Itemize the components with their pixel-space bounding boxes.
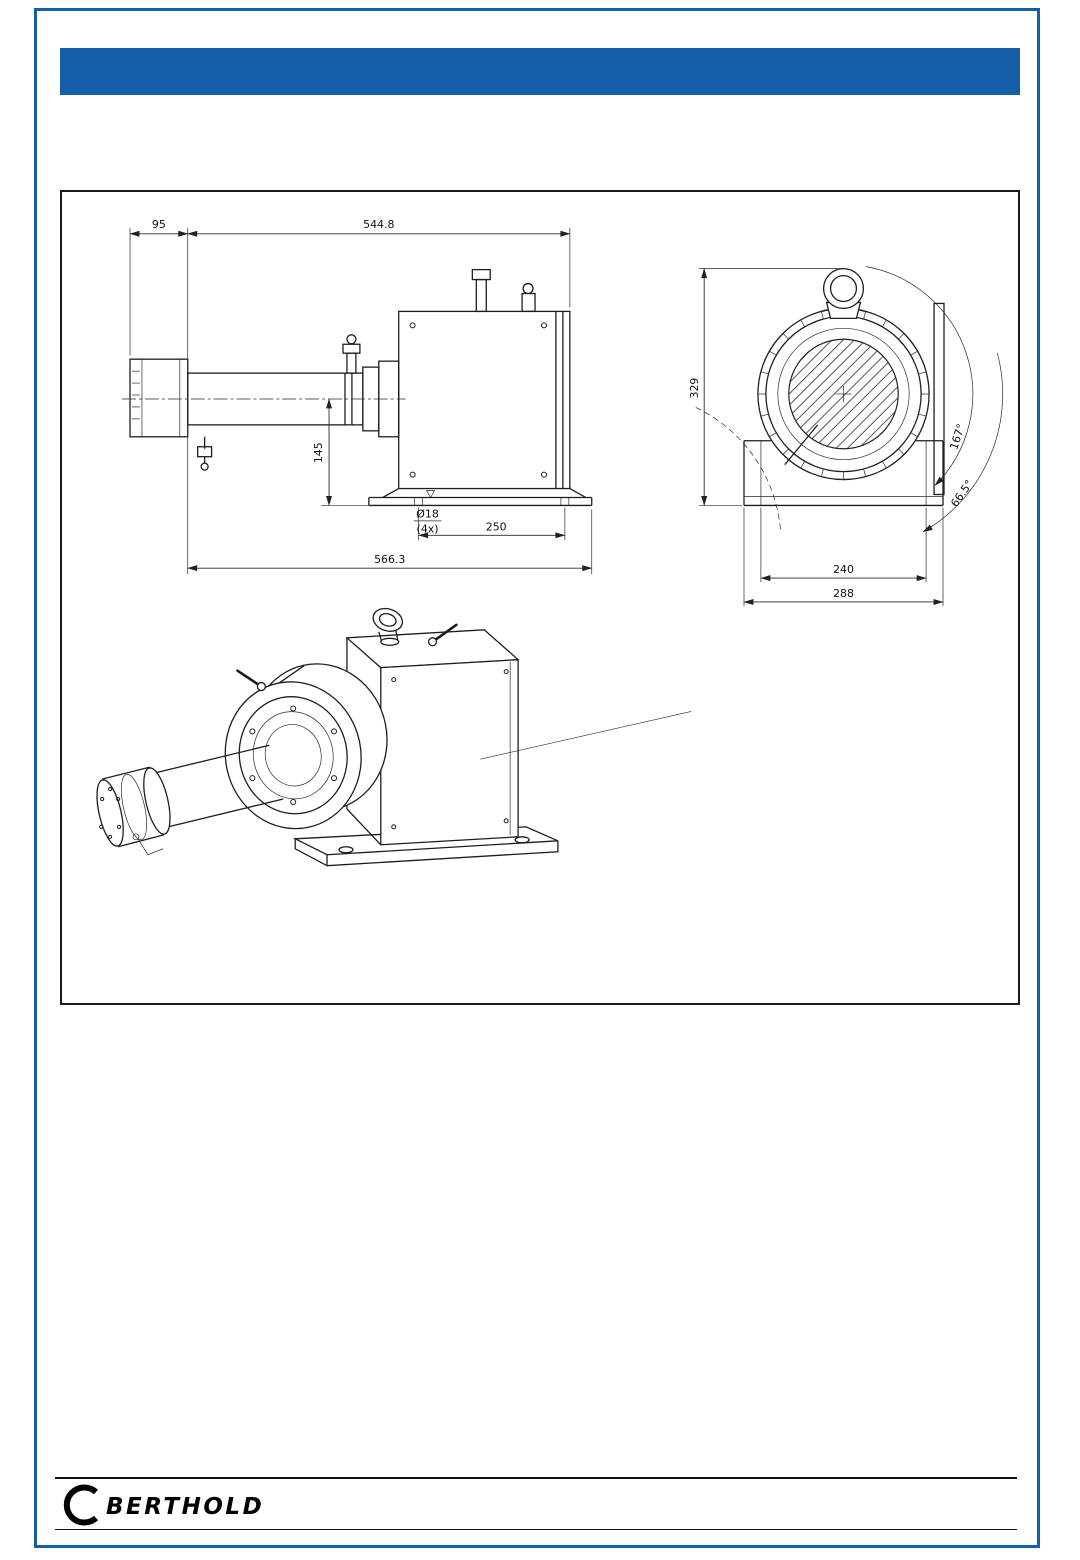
knurled-ring-ticks bbox=[757, 308, 930, 480]
footer-rule-bottom bbox=[55, 1529, 1017, 1530]
dim-544-8-label: 544.8 bbox=[363, 218, 394, 231]
dim-329-label: 329 bbox=[688, 378, 701, 399]
technical-drawing: 95 544.8 145 Ø18 (4x) 250 566.3 bbox=[96, 218, 1004, 867]
side-view-drawing: 95 544.8 145 Ø18 (4x) 250 566.3 bbox=[122, 218, 593, 575]
figure-box: 95 544.8 145 Ø18 (4x) 250 566.3 bbox=[60, 190, 1020, 1005]
front-view-drawing: 167° 66.5° 329 240 288 bbox=[688, 266, 1004, 606]
hole-diameter-label: Ø18 bbox=[416, 507, 439, 520]
angle-167-label: 167° bbox=[947, 422, 968, 451]
angle-66-5-label: 66.5° bbox=[948, 478, 976, 510]
logo-text: BERTHOLD bbox=[106, 1494, 264, 1520]
footer-rule-top bbox=[55, 1477, 1017, 1479]
callout-leader-line bbox=[480, 711, 692, 760]
dim-145-label: 145 bbox=[312, 442, 325, 463]
logo-crescent-icon bbox=[63, 1484, 99, 1526]
dim-240-label: 240 bbox=[833, 563, 854, 576]
dim-566-3-label: 566.3 bbox=[374, 553, 405, 566]
dim-250-label: 250 bbox=[486, 520, 507, 533]
header-title-bar bbox=[60, 48, 1020, 95]
berthold-logo: BERTHOLD bbox=[58, 1483, 338, 1529]
dim-95-label: 95 bbox=[152, 218, 166, 231]
isometric-view-drawing bbox=[96, 607, 692, 867]
dim-288-label: 288 bbox=[833, 587, 854, 600]
hole-count-label: (4x) bbox=[417, 522, 439, 535]
